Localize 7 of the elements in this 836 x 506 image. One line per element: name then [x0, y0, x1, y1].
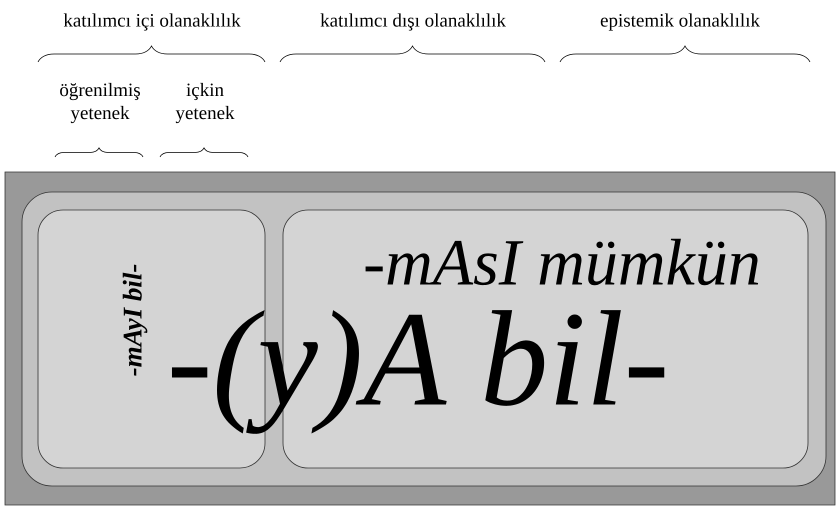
label: epistemik olanaklılık — [600, 13, 760, 31]
suffix-text: -mAsI mümkün — [366, 238, 758, 286]
label: içkin yetenek — [176, 82, 235, 124]
label: katılımcı dışı olanaklılık — [320, 13, 506, 31]
label: öğrenilmiş yetenek — [60, 82, 140, 124]
label: katılımcı içi olanaklılık — [64, 13, 241, 31]
vertical-suffix-text: -mAyI bil- — [122, 264, 148, 376]
